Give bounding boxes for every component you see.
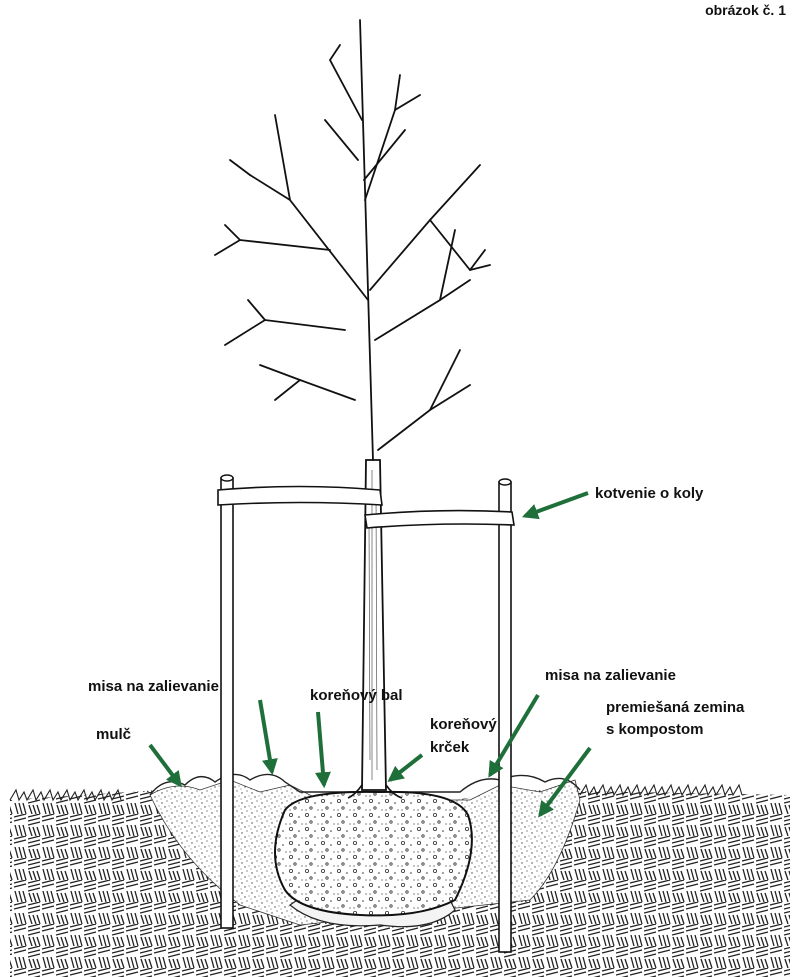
label-kotvenie: kotvenie o koly	[595, 484, 703, 503]
label-korenovy-bal: koreňový bal	[310, 686, 403, 705]
left-strap	[218, 487, 382, 506]
arrow-misa-right	[490, 695, 538, 775]
figure-title: obrázok č. 1	[705, 2, 786, 18]
label-zemina-2: s kompostom	[606, 720, 704, 739]
right-stake	[499, 479, 511, 952]
label-misa-right: misa na zalievanie	[545, 666, 676, 685]
label-zemina-1: premiešaná zemina	[606, 698, 744, 717]
label-misa-left: misa na zalievanie	[88, 677, 219, 696]
arrow-korenovy-krcek	[390, 755, 422, 780]
tree-crown	[215, 20, 490, 460]
label-mulc: mulč	[96, 725, 131, 744]
arrow-misa-left	[260, 700, 272, 772]
right-strap	[365, 511, 514, 528]
arrow-korenovy-bal	[318, 712, 324, 785]
label-korenovy-krcek-2: krček	[430, 738, 469, 757]
arrow-mulc	[150, 745, 180, 785]
arrow-kotvenie	[525, 493, 588, 516]
root-ball	[275, 792, 472, 916]
left-stake	[221, 475, 233, 928]
label-korenovy-krcek-1: koreňový	[430, 715, 497, 734]
tree-trunk	[362, 460, 386, 790]
